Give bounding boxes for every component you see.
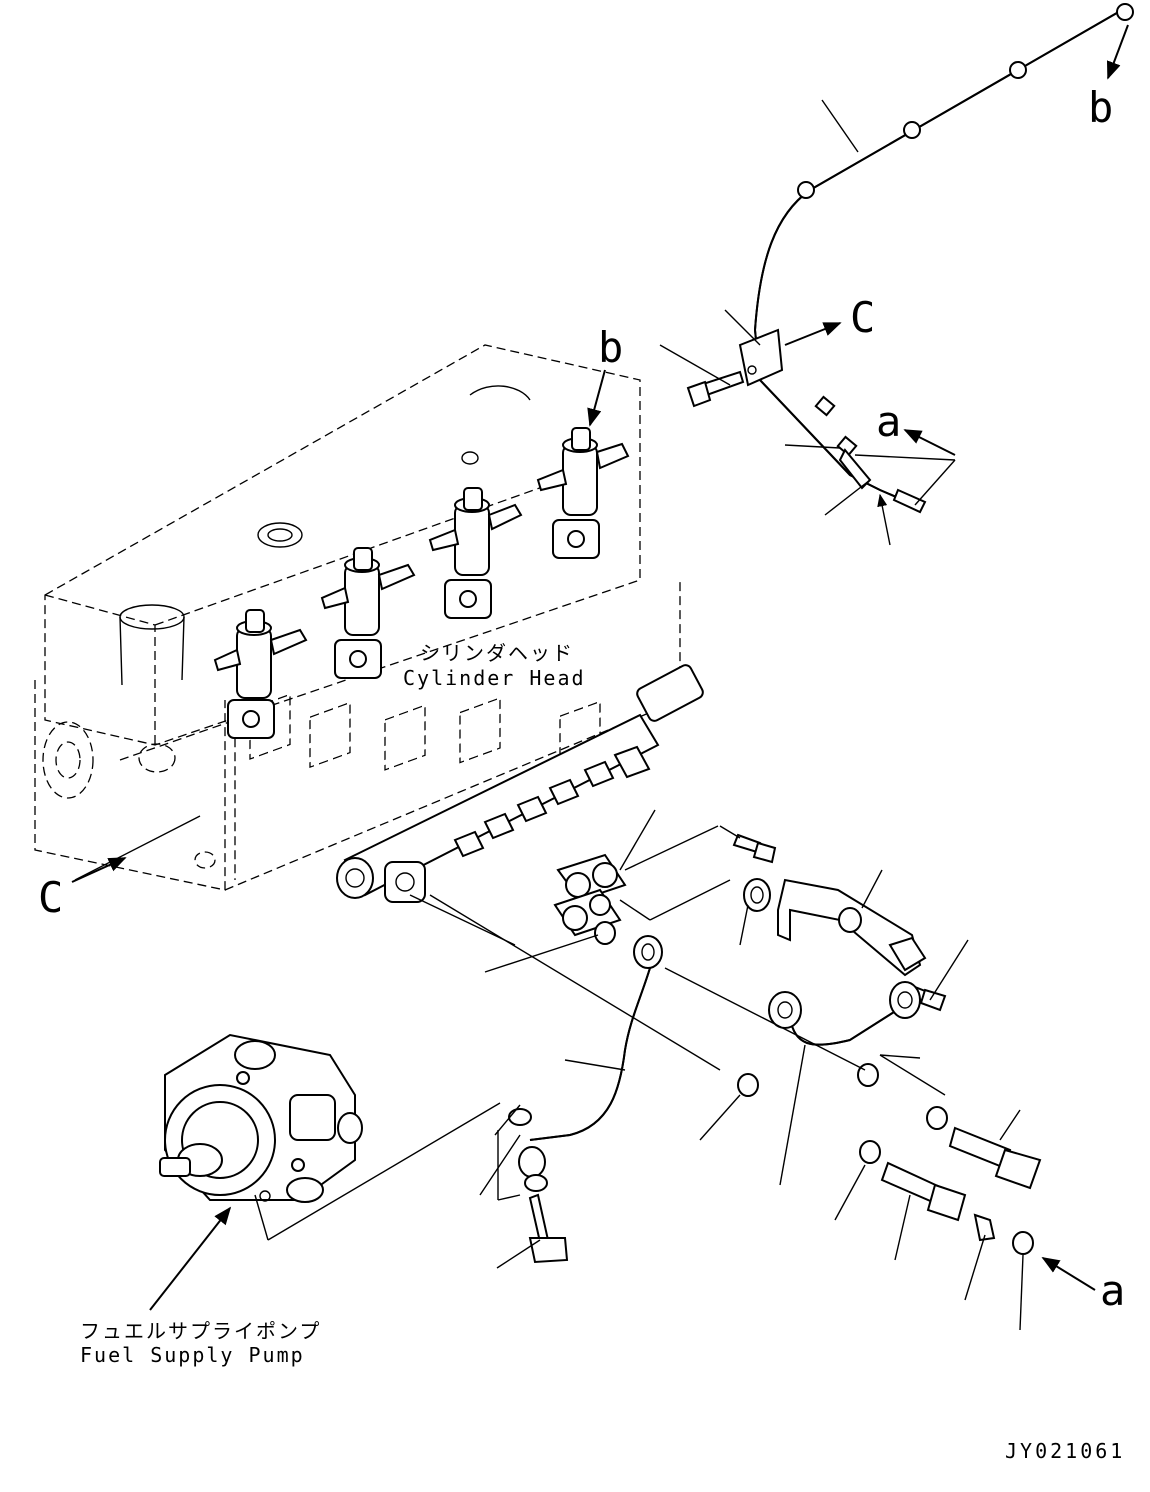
callout-b-top: b — [1088, 83, 1113, 132]
callout-arrows — [71, 24, 1129, 1311]
pipe-pump-to-rail — [518, 935, 663, 1178]
rail-fittings — [453, 745, 651, 858]
pipe-clamp — [553, 853, 627, 937]
injector-4 — [536, 427, 630, 559]
washers — [508, 921, 1034, 1255]
callout-a-bottom: a — [1100, 1266, 1125, 1315]
callout-c-left: C — [38, 873, 63, 922]
pipe-rail-outlet — [768, 981, 921, 1046]
cylinder-head-label-en: Cylinder Head — [403, 666, 586, 690]
injector-3 — [428, 487, 523, 619]
fuel-supply-pump — [159, 1033, 363, 1203]
eye-bolts — [528, 1126, 1042, 1264]
spacer — [743, 878, 771, 912]
injector-1 — [213, 609, 308, 739]
callout-c-top: C — [850, 293, 875, 342]
fuel-pump-label-en: Fuel Supply Pump — [80, 1343, 305, 1367]
leader-lines — [74, 99, 1024, 1331]
cylinder-head-label-jp: シリンダヘッド — [420, 641, 574, 665]
common-rail — [336, 664, 704, 903]
bracket — [777, 878, 927, 977]
fuel-pump-label-jp: フュエルサプライポンプ — [80, 1319, 321, 1343]
callout-b-head: b — [598, 323, 623, 372]
cylinder-head — [34, 344, 681, 891]
bolt-clamp — [732, 833, 777, 864]
leak-off-pipe — [738, 3, 1134, 514]
callout-a-top: a — [876, 397, 901, 446]
figure-code: JY021061 — [1005, 1439, 1125, 1463]
clamp-bolt-top — [686, 370, 745, 408]
injector-2 — [320, 547, 416, 679]
